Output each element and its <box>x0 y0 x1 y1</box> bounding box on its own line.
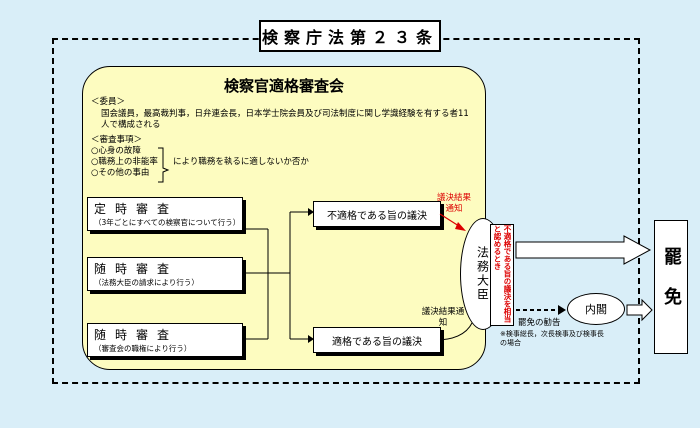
exam-sub: （審査会の職権により行う） <box>94 344 192 353</box>
dismissal-box: 罷免 <box>654 220 688 354</box>
notice-red-label: 議決結果通知 <box>437 193 472 214</box>
minister-label: 法務大臣 <box>475 246 490 302</box>
exam-sub: （法務大臣の請求により行う） <box>94 278 199 287</box>
arrow-head <box>455 222 466 231</box>
dismissal-block-arrow <box>515 235 652 265</box>
members-text: 国会議員，最高裁判事，日弁連会長，日本学士院会員及び司法制度に関し学識経験を有す… <box>101 109 469 130</box>
cabinet-block-arrow <box>626 298 653 322</box>
red-condition-text: 不適格である旨の議決を相当と認めるとき <box>493 225 512 323</box>
arrow-head <box>308 335 314 343</box>
cabinet-node: 内閣 <box>567 293 625 325</box>
review-board-panel: 検察官適格審査会 ＜委員＞ 国会議員，最高裁判事，日弁連会長，日本学士院会員及び… <box>82 66 486 370</box>
dismissal-label: 罷免 <box>661 247 682 327</box>
article-title: 検察庁法第２３条 <box>259 20 441 52</box>
criteria-note: により職務を執るに適しないか否か <box>173 157 309 167</box>
notice-black-label: 議決結果通知 <box>421 307 465 328</box>
arrow-head <box>558 305 566 315</box>
members-heading: ＜委員＞ <box>91 97 126 107</box>
exam-sub: （3年ごとにすべての検察官について行う） <box>94 218 241 227</box>
exam-title: 随時審査 <box>94 328 179 342</box>
criteria-brace <box>158 147 170 183</box>
fit-notice-arrow <box>439 317 475 341</box>
red-condition-box: 不適格である旨の議決を相当と認めるとき <box>490 224 514 326</box>
review-board-title: 検察官適格審査会 <box>223 77 344 95</box>
decision-unfit-box: 不適格である旨の議決 <box>313 201 441 227</box>
decision-fit-box: 適格である旨の議決 <box>313 327 441 353</box>
exam-box-minister-request: 随時審査 （法務大臣の請求により行う） <box>87 257 243 291</box>
exam-box-board-authority: 随時審査 （審査会の職権により行う） <box>87 323 243 357</box>
criterion-1: ○心身の故障 <box>91 146 141 156</box>
footnote: ※検事総長，次長検事及び検事長の場合 <box>500 330 604 347</box>
dismissal-advice-label: 罷免の勧告 <box>518 318 561 328</box>
criterion-3: ○その他の事由 <box>91 168 150 178</box>
arrow-head <box>308 208 314 216</box>
criterion-2: ○職務上の非能率 <box>91 157 158 167</box>
exam-title: 随時審査 <box>94 262 179 276</box>
exam-box-periodic: 定時審査 （3年ごとにすべての検察官について行う） <box>87 197 243 231</box>
criteria-heading: ＜審査事項＞ <box>91 135 143 145</box>
exam-title: 定時審査 <box>94 202 179 216</box>
